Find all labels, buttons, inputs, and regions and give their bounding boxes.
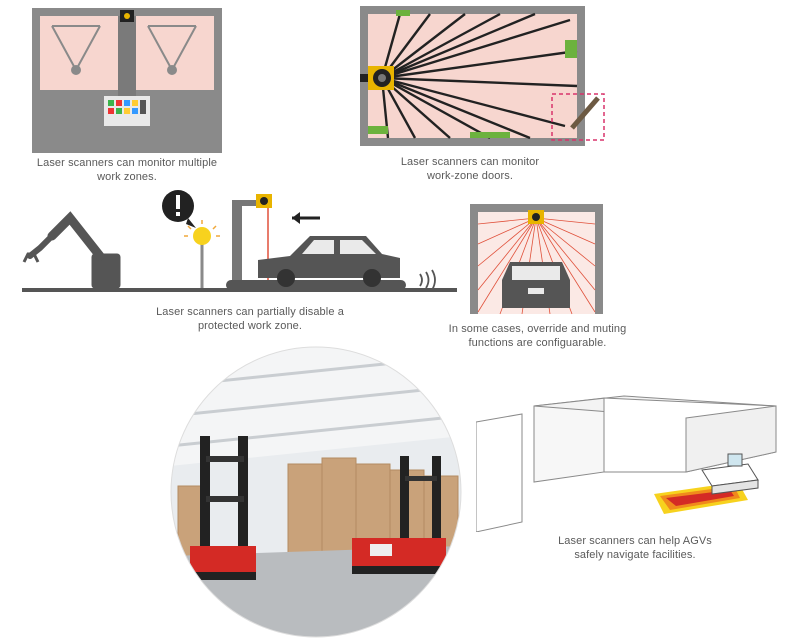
center-divider [118, 16, 136, 98]
multi-zone-diagram [32, 8, 222, 158]
agv-navigation-diagram [476, 392, 786, 532]
agv-safety-field [666, 490, 734, 506]
warning-beacon-icon [193, 227, 211, 245]
override-muting-diagram [470, 204, 605, 316]
agv-vehicle-icon [701, 453, 759, 495]
industrial-robot-icon [22, 211, 121, 289]
sound-wave-icon [419, 269, 436, 291]
left-wall-block [476, 413, 523, 532]
caption-override: In some cases, override and muting funct… [448, 323, 627, 349]
caption-partial: Laser scanners can partially disable a p… [156, 306, 344, 332]
left-robot-icon [51, 25, 101, 75]
door-monitor-diagram [360, 6, 610, 154]
warehouse-agv-photo [170, 346, 462, 638]
agv-forklift-right [352, 456, 446, 574]
partial-disable-diagram [0, 186, 470, 304]
scan-fan [477, 217, 596, 315]
conveyor [226, 280, 406, 290]
door-icon [570, 96, 600, 130]
caption-agv: Laser scanners can help AGVs safely navi… [558, 535, 712, 561]
caption-multi-zone: Laser scanners can monitor multiple work… [36, 157, 218, 183]
right-robot-icon [147, 25, 197, 75]
agv-forklift-left [190, 436, 256, 580]
caption-doors: Laser scanners can monitor work-zone doo… [400, 156, 540, 182]
scanner-post [232, 200, 242, 288]
left-arrow-icon [292, 212, 300, 224]
